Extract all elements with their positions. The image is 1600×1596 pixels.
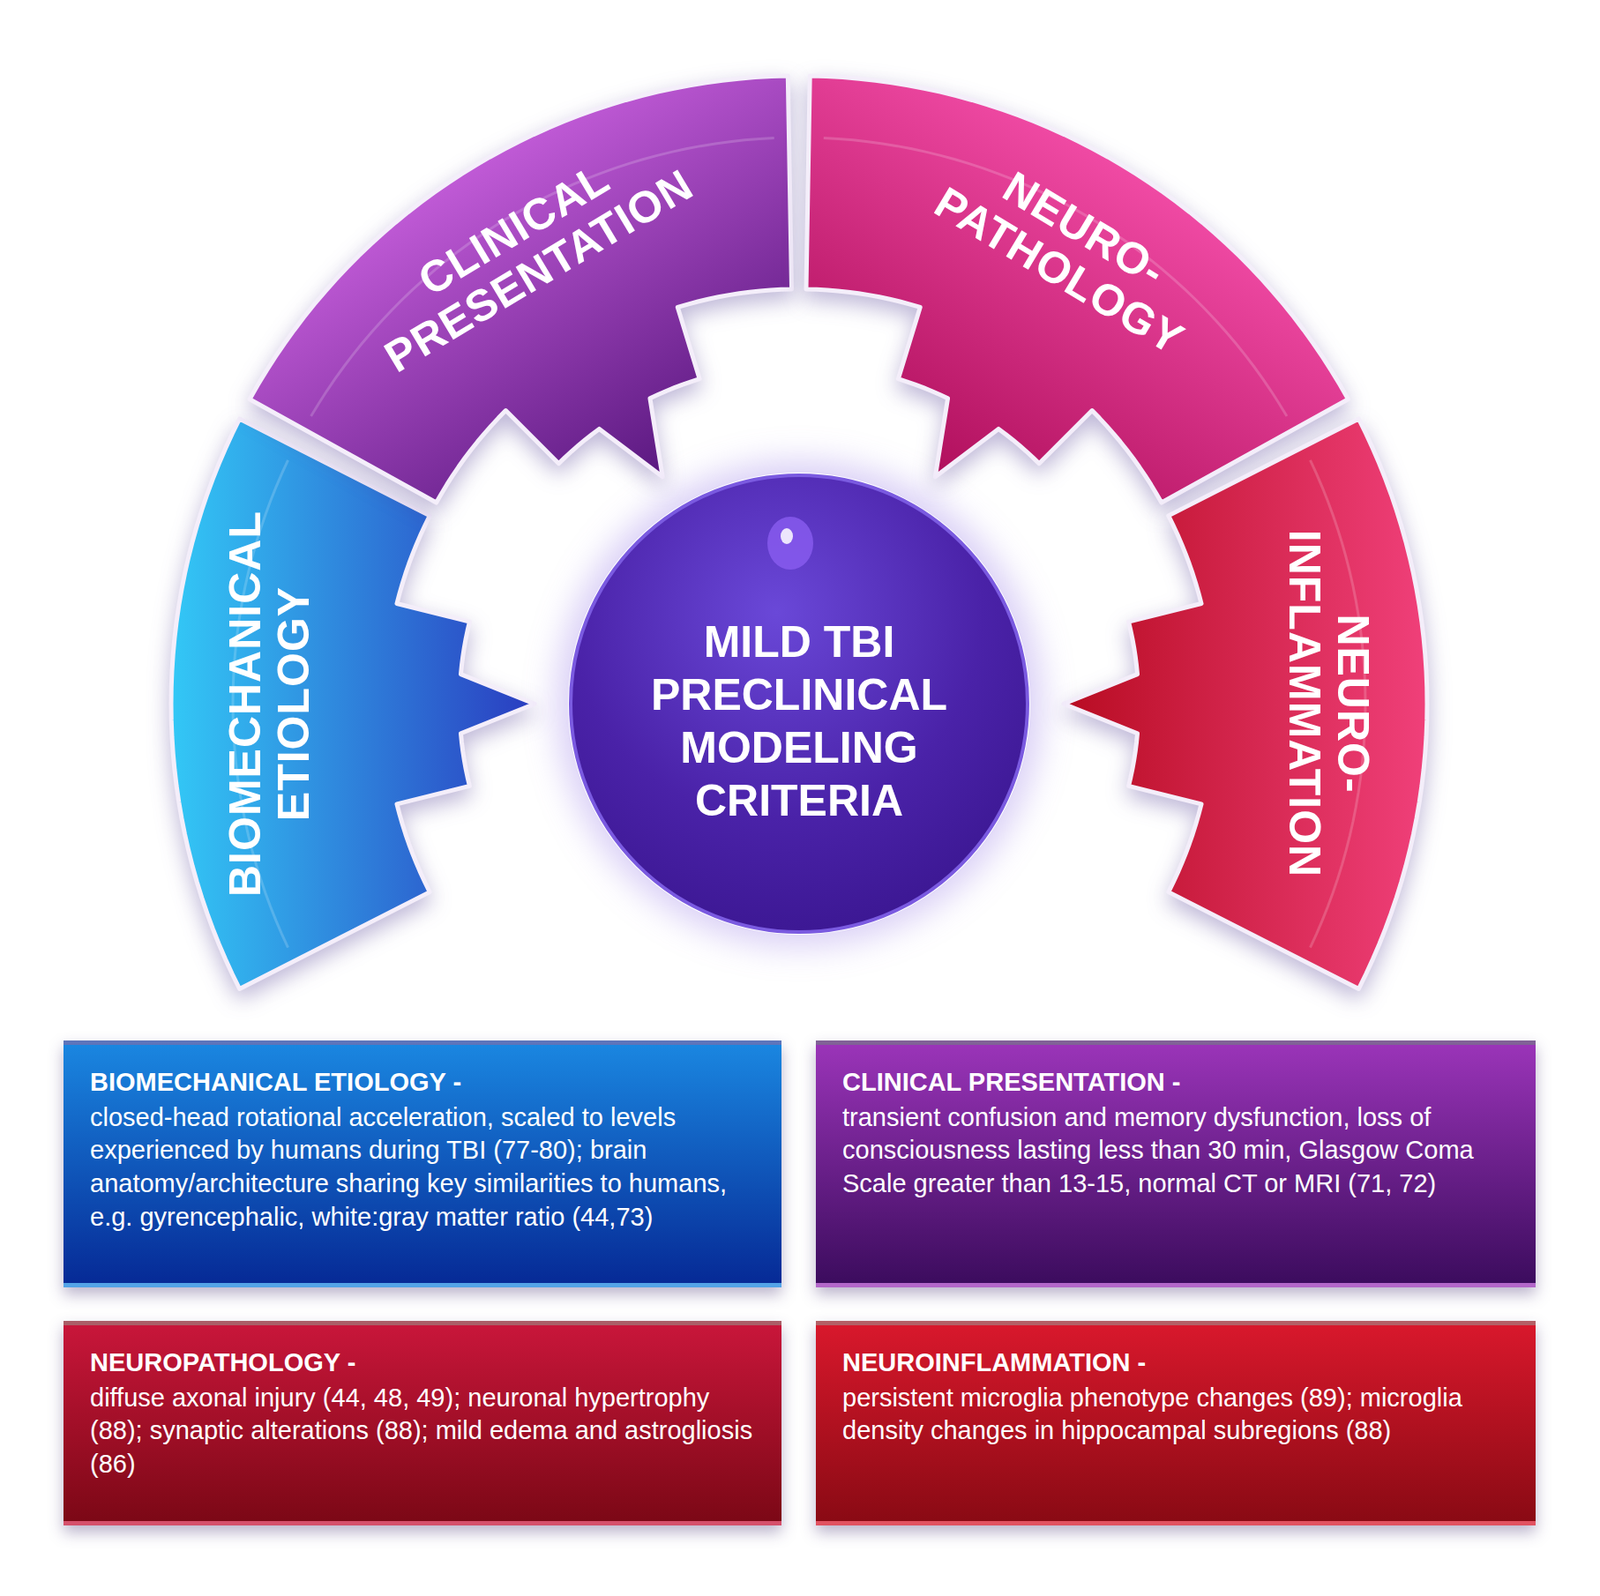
arc-segment: CLINICAL PRESENTATION — [249, 75, 793, 503]
arc-segment: NEURO- INFLAMMATION — [1063, 418, 1428, 989]
center-circle: MILD TBI PRECLINICAL MODELING CRITERIA — [568, 472, 1031, 935]
criteria-box: CLINICAL PRESENTATION -transient confusi… — [815, 1040, 1536, 1288]
box-heading: CLINICAL PRESENTATION - — [842, 1066, 1510, 1100]
box-heading: NEUROPATHOLOGY - — [89, 1346, 756, 1381]
box-body: diffuse axonal injury (44, 48, 49); neur… — [89, 1382, 756, 1482]
segment-label: BIOMECHANICAL ETIOLOGY — [221, 496, 319, 912]
box-body: transient confusion and memory dysfuncti… — [842, 1101, 1510, 1202]
circle-glint — [780, 528, 793, 545]
box-body: closed-head rotational acceleration, sca… — [89, 1101, 756, 1235]
circle-outline — [570, 475, 1028, 933]
criteria-box: BIOMECHANICAL ETIOLOGY -closed-head rota… — [63, 1040, 782, 1288]
segment-outline — [249, 75, 793, 503]
box-heading: BIOMECHANICAL ETIOLOGY - — [89, 1066, 756, 1100]
segment-outline — [806, 75, 1349, 503]
box-body: persistent microglia phenotype changes (… — [842, 1382, 1510, 1449]
criteria-box: NEUROPATHOLOGY -diffuse axonal injury (4… — [63, 1321, 782, 1526]
circle-highlight — [767, 516, 814, 570]
arc-segment: NEURO- PATHOLOGY — [806, 75, 1349, 503]
box-heading: NEUROINFLAMMATION - — [842, 1346, 1510, 1381]
criteria-box: NEUROINFLAMMATION -persistent microglia … — [815, 1321, 1536, 1526]
arc-segment: BIOMECHANICAL ETIOLOGY — [171, 418, 535, 989]
segment-outline — [171, 418, 535, 989]
segment-label: NEURO- INFLAMMATION — [1279, 496, 1377, 912]
segment-outline — [1063, 418, 1428, 989]
center-label: MILD TBI PRECLINICAL MODELING CRITERIA — [613, 615, 985, 828]
